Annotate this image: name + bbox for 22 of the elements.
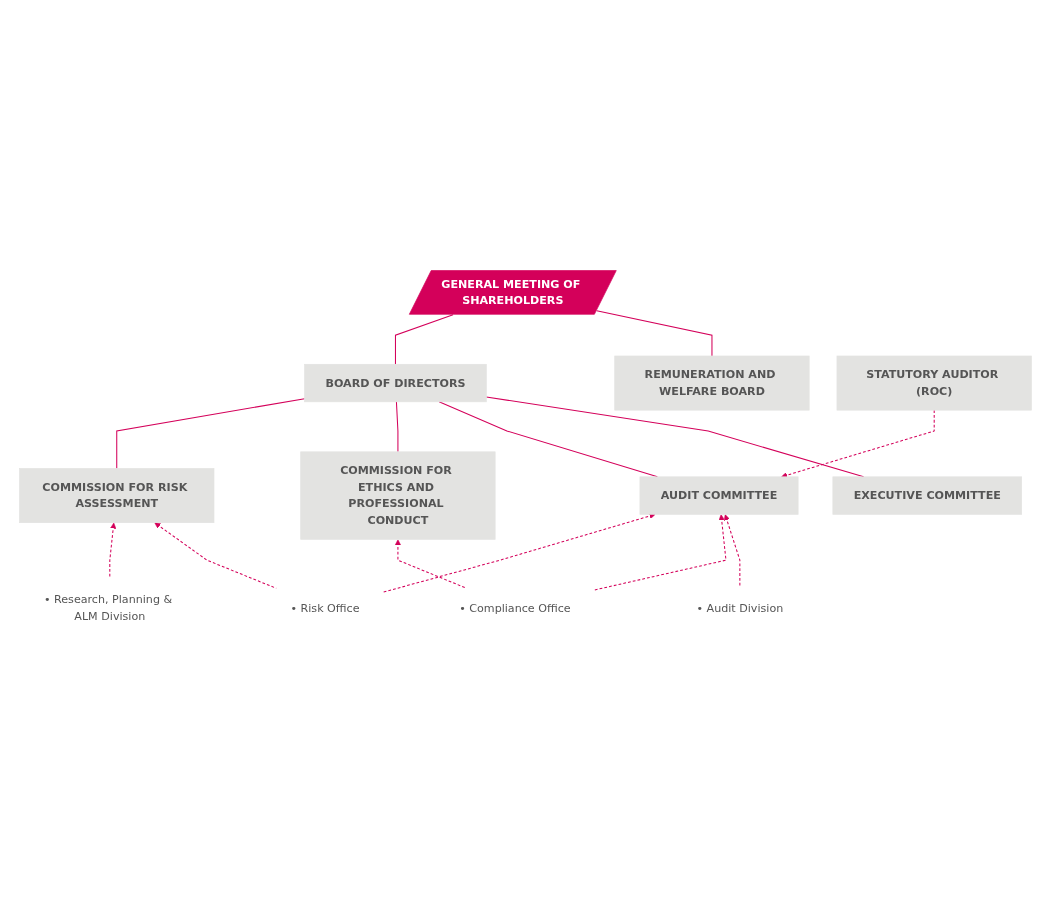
node-box: REMUNERATION AND WELFARE BOARD (614, 355, 810, 411)
node-box: AUDIT COMMITTEE (639, 476, 799, 515)
arrow (109, 522, 117, 579)
arrow (593, 513, 727, 591)
arrow (723, 513, 741, 587)
node-box: EXECUTIVE COMMITTEE (832, 476, 1022, 515)
connector (394, 313, 454, 365)
node-text: • Audit Division (696, 600, 784, 614)
connector (395, 400, 399, 452)
arrow (382, 512, 656, 593)
node-box: COMMISSION FOR ETHICS AND PROFESSIONAL CONDUCT (300, 451, 496, 540)
arrow (154, 522, 277, 589)
node-text: • Risk Office (290, 600, 360, 614)
node-box: STATUTORY AUDITOR (ROC) (836, 355, 1032, 411)
node-text: • Compliance Office (459, 600, 571, 614)
arrow (394, 538, 468, 589)
node-box: COMMISSION FOR RISK ASSESSMENT (19, 467, 215, 523)
node-text: • Research, Planning & ALM Division (43, 592, 173, 623)
connector (116, 397, 306, 469)
connector (596, 309, 713, 357)
node-box: BOARD OF DIRECTORS (304, 363, 487, 402)
arrow (781, 409, 935, 478)
